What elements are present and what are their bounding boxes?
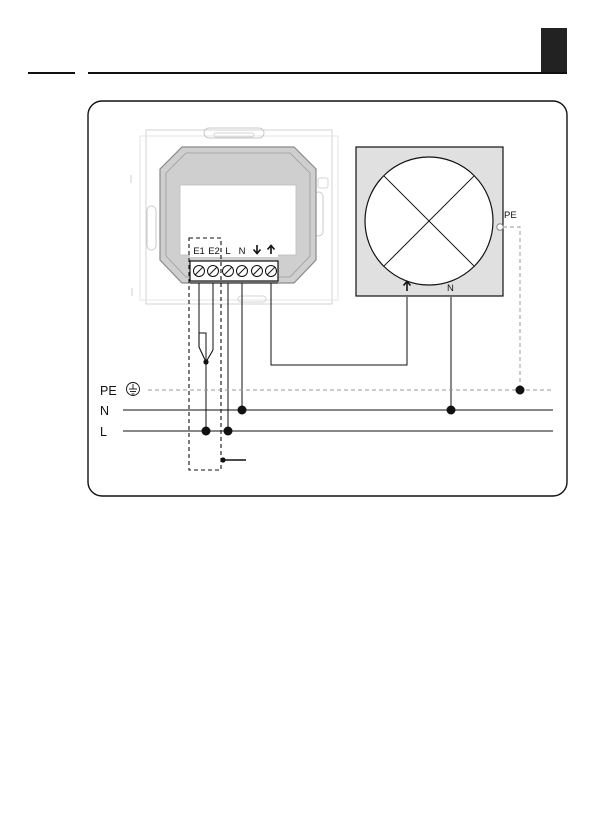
terminal-label-e2: E2	[208, 246, 220, 257]
motor-pe-connector	[497, 224, 503, 230]
junction-extension	[220, 457, 225, 462]
junction-l-terminal	[224, 427, 233, 436]
mains-label-pe: PE	[100, 384, 117, 398]
terminal-label-l: L	[225, 246, 230, 257]
terminal-label-e1: E1	[193, 246, 205, 257]
junction-n-motor	[447, 406, 456, 415]
motor-label-n: N	[447, 283, 454, 294]
motor-label-pe: PE	[504, 210, 517, 221]
mains-label-l: L	[100, 425, 107, 439]
motor-cross-icon	[365, 157, 493, 285]
mains-label-n: N	[100, 404, 109, 418]
junction-l-e1	[202, 427, 211, 436]
junction-n-terminal	[238, 406, 247, 415]
junction-switch-pivot	[203, 359, 208, 364]
junction-pe-motor	[516, 386, 525, 395]
terminal-label-n: N	[239, 246, 246, 257]
